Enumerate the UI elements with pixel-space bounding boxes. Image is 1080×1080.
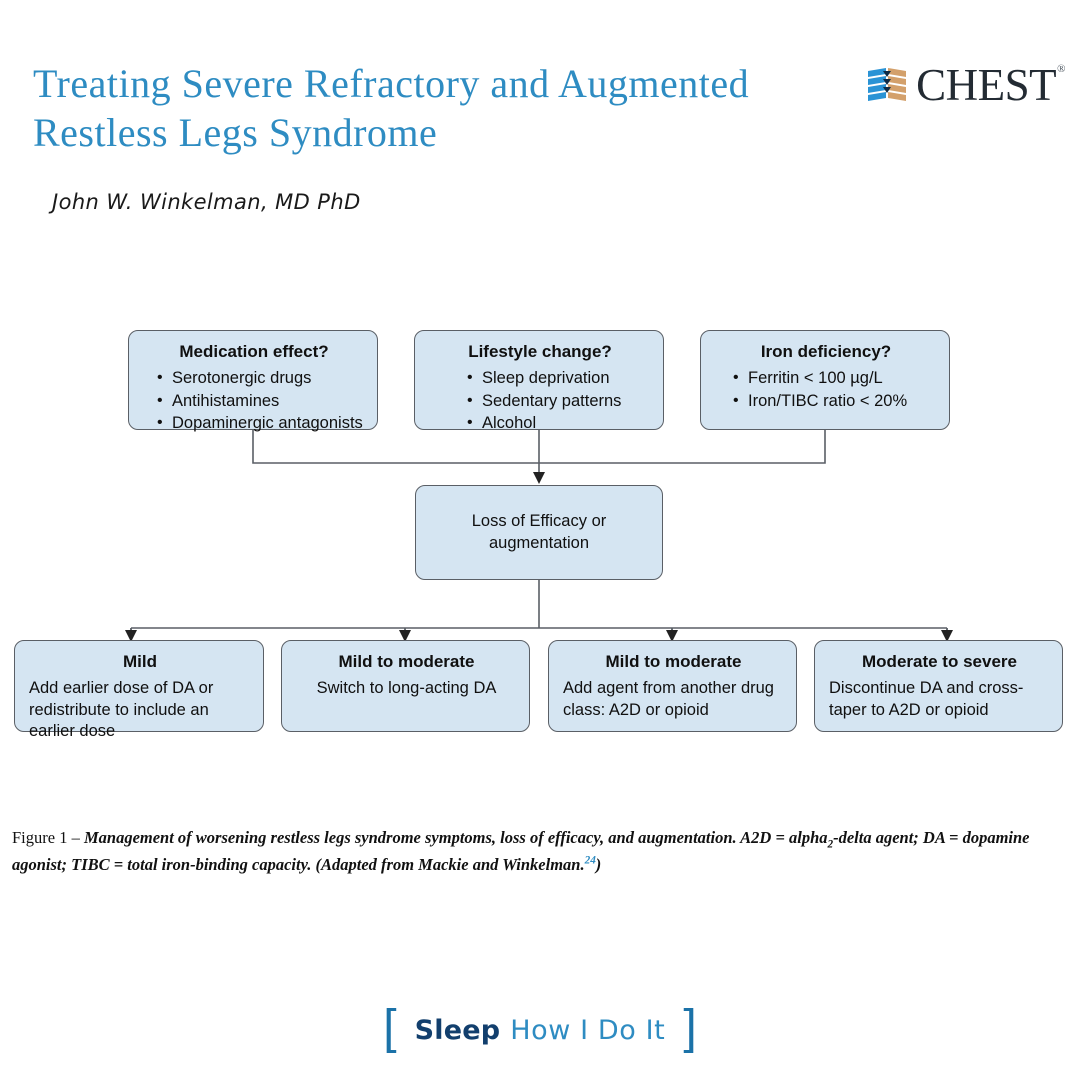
flow-node-text: Add earlier dose of DA or redistribute t… [29, 678, 214, 741]
bullet-item: Ferritin < 100 µg/L [733, 367, 937, 390]
flow-node-title: Medication effect? [179, 342, 329, 361]
chest-wordmark: CHEST® [916, 59, 1065, 110]
flow-node-text: Switch to long-acting DA [316, 678, 497, 697]
bullet-item: Alcohol [467, 412, 651, 435]
flowchart: Medication effect? Serotonergic drugs An… [0, 300, 1080, 770]
flow-node-title: Lifestyle change? [468, 342, 612, 361]
figure-caption-subscript: 2 [827, 838, 834, 851]
flow-node-bullets: Ferritin < 100 µg/L Iron/TIBC ratio < 20… [715, 367, 937, 413]
figure-caption-text-2: -delta agent; DA = dopamine agonist; TIB… [12, 828, 1030, 875]
flow-node-text: Discontinue DA and cross-taper to A2D or… [829, 678, 1024, 719]
flow-node-mild-to-moderate-add-agent[interactable]: Mild to moderate Add agent from another … [548, 640, 797, 732]
bullet-item: Antihistamines [157, 390, 365, 413]
figure-caption-text-1: Management of worsening restless legs sy… [83, 828, 828, 847]
flow-node-bullets: Serotonergic drugs Antihistamines Dopami… [143, 367, 365, 436]
flow-node-title: Mild to moderate [605, 652, 742, 671]
figure-caption-text-3: ) [595, 855, 602, 875]
flow-node-bullets: Sleep deprivation Sedentary patterns Alc… [429, 367, 651, 436]
flow-node-mild-to-moderate-switch[interactable]: Mild to moderate Switch to long-acting D… [281, 640, 530, 732]
chest-wordmark-text: CHEST [916, 59, 1057, 110]
chest-logo: CHEST® [867, 59, 1065, 110]
footer-section-name: Sleep [414, 1014, 501, 1046]
flowchart-connectors [125, 430, 953, 642]
page-title-line-2: Restless Legs Syndrome [33, 109, 438, 155]
flow-node-medication-effect[interactable]: Medication effect? Serotonergic drugs An… [128, 330, 378, 434]
flow-node-moderate-to-severe[interactable]: Moderate to severe Discontinue DA and cr… [814, 640, 1063, 732]
registered-trademark-icon: ® [1057, 62, 1065, 75]
flow-node-title: Iron deficiency? [760, 342, 892, 361]
footer-section-badge: [ Sleep How I Do It ] [0, 1000, 1080, 1060]
chest-stripes-icon [867, 65, 907, 105]
page-title-line-1: Treating Severe Refractory and Augmented [33, 61, 750, 106]
flow-node-iron-deficiency[interactable]: Iron deficiency? Ferritin < 100 µg/L Iro… [700, 330, 950, 430]
bullet-item: Sedentary patterns [467, 390, 651, 413]
arrowhead-mild-moderate-2 [666, 630, 678, 642]
footer-subsection-name: How I Do It [510, 1014, 666, 1046]
flow-node-title: Moderate to severe [862, 652, 1017, 671]
page-header: Treating Severe Refractory and Augmented… [0, 0, 1080, 214]
bracket-open-icon: [ [383, 1001, 397, 1054]
bullet-item: Iron/TIBC ratio < 20% [733, 390, 937, 413]
arrowhead-loss [533, 472, 545, 484]
bullet-item: Serotonergic drugs [157, 367, 365, 390]
flow-node-mild[interactable]: Mild Add earlier dose of DA or redistrib… [14, 640, 264, 740]
figure-caption-label: Figure 1 – [12, 828, 84, 847]
author-byline: John W. Winkelman, MD PhD [52, 190, 361, 214]
flow-node-title: Mild to moderate [338, 652, 475, 671]
flow-node-loss-of-efficacy[interactable]: Loss of Efficacy or augmentation [415, 485, 663, 580]
flow-node-title: Mild [123, 652, 157, 671]
arrowhead-mild-moderate-1 [399, 630, 411, 642]
bracket-close-icon: ] [683, 1001, 697, 1054]
figure-caption: Figure 1 – Management of worsening restl… [12, 826, 1070, 877]
bullet-item: Sleep deprivation [467, 367, 651, 390]
page-title: Treating Severe Refractory and Augmented… [33, 60, 823, 158]
arrowhead-moderate-severe [941, 630, 953, 642]
figure-caption-reference[interactable]: 24 [584, 854, 596, 867]
bullet-item: Dopaminergic antagonists [157, 412, 365, 435]
arrowhead-mild [125, 630, 137, 642]
flow-node-lifestyle-change[interactable]: Lifestyle change? Sleep deprivation Sede… [414, 330, 664, 434]
flow-node-text: Loss of Efficacy or augmentation [471, 511, 607, 552]
flow-node-text: Add agent from another drug class: A2D o… [563, 678, 774, 719]
